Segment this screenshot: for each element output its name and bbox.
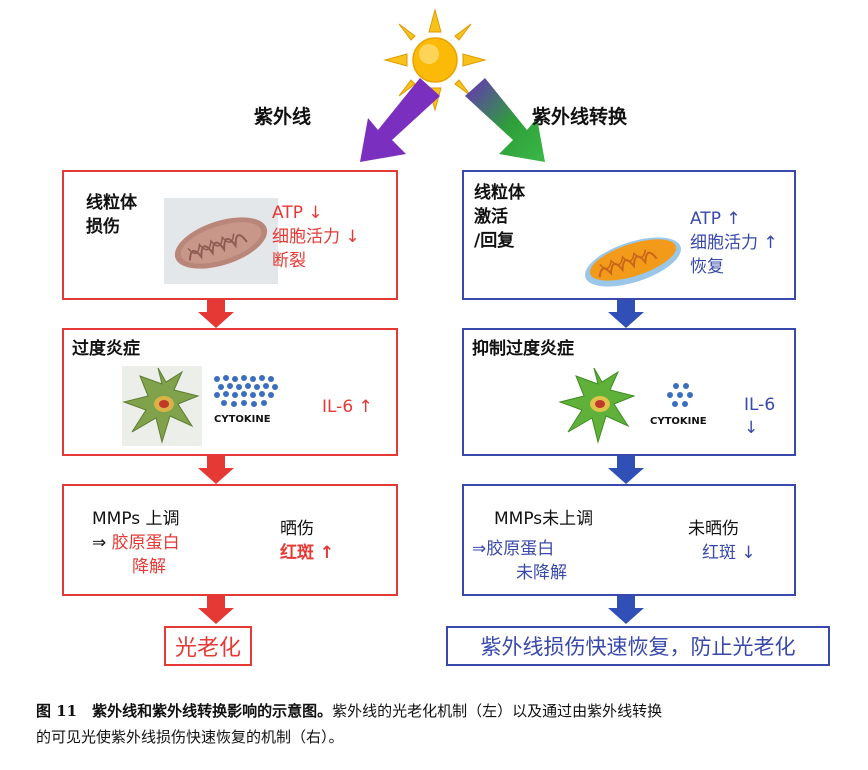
down-arrow-left-2 [198,456,234,484]
uv-arrow-left [360,78,440,162]
no-degradation-text: 未降解 [516,563,567,583]
uv-conversion-arrow-right [465,78,545,162]
down-arrow-left-3 [198,596,234,624]
uv-conversion-label: 紫外线转换 [532,106,628,128]
box-title-line2: 激活 [474,207,508,227]
erythema-text: 红斑 ↑ [280,543,335,563]
left-outcome-box: 光老化 [164,626,252,666]
effect-fission: 断裂 [272,251,306,271]
uv-label: 紫外线 [254,106,312,128]
box-title-line3: /回复 [474,231,515,251]
right-mmps-box: MMPs未上调 ⇒胶原蛋白 未降解 未晒伤 红斑 ↓ [462,484,796,596]
degradation-text: 降解 [132,557,166,577]
box-title: 过度炎症 [72,339,140,359]
sun-icon [383,8,487,112]
collagen-text: 胶原蛋白 [111,533,180,553]
box-title-line2: 损伤 [86,217,120,237]
collagen-line: ⇒胶原蛋白 [472,539,555,559]
collagen-line: ⇒ 胶原蛋白 [92,532,180,555]
erythema-text: 红斑 ↓ [702,543,756,563]
left-mitochondria-damage-box: 线粒体 损伤 ATP ↓ 细胞活力 ↓ 断裂 [62,170,398,300]
cytokine-label: CYTOKINE [650,416,707,427]
immune-cell-image [122,366,202,446]
caption-line2: 的可见光使紫外线损伤快速恢复的机制（右）。 [36,728,344,746]
sunburn-text: 晒伤 [280,519,314,539]
caption-title: 图 11 紫外线和紫外线转换影响的示意图。 [36,702,333,720]
mmps-line: MMPs 上调 [92,509,180,529]
effect-il6: IL-6 ↓ [744,395,776,438]
box-title-line1: 线粒体 [474,183,525,203]
mmps-line: MMPs未上调 [494,509,594,529]
caption-line1: 图 11 紫外线和紫外线转换影响的示意图。紫外线的光老化机制（左）以及通过由紫外… [36,698,836,724]
implies-symbol: ⇒ [92,533,112,553]
effect-cell-viability: 细胞活力 ↓ [272,227,360,247]
photoaging-outcome: 光老化 [174,636,241,661]
left-mmps-box: MMPs 上调 ⇒ 胶原蛋白 降解 晒伤 红斑 ↑ [62,484,398,596]
recovery-outcome: 紫外线损伤快速恢复，防止光老化 [480,635,796,659]
right-mitochondria-activation-box: 线粒体 激活 /回复 ATP ↑ 细胞活力 ↑ 恢复 [462,170,796,300]
right-inflammation-suppression-box: 抑制过度炎症 CYTOKINE IL-6 ↓ [462,328,796,456]
effect-il6: IL-6 ↑ [322,397,373,417]
box-title: 抑制过度炎症 [472,339,574,359]
box-title-line1: 线粒体 [86,193,137,213]
down-arrow-right-2 [608,456,644,484]
immune-cell-image [558,367,636,444]
down-arrow-right-3 [608,596,644,624]
figure-caption: 图 11 紫外线和紫外线转换影响的示意图。紫外线的光老化机制（左）以及通过由紫外… [36,698,836,750]
cytokine-dots-icon [667,383,693,407]
caption-text: 紫外线的光老化机制（左）以及通过由紫外线转换 [332,702,663,720]
effect-cell-viability: 细胞活力 ↑ [690,233,778,253]
mitochondria-image [585,237,681,287]
cytokine-label: CYTOKINE [214,414,271,425]
effect-atp: ATP ↓ [272,203,323,223]
left-inflammation-box: 过度炎症 CYTOKINE IL-6 ↑ [62,328,398,456]
right-outcome-box: 紫外线损伤快速恢复，防止光老化 [446,626,830,666]
no-sunburn-text: 未晒伤 [688,519,739,539]
mitochondria-image [164,198,278,284]
effect-atp: ATP ↑ [690,209,741,229]
down-arrow-right-1 [608,300,644,328]
down-arrow-left-1 [198,300,234,328]
cytokine-dots-icon [214,375,278,407]
effect-recovery: 恢复 [690,257,724,277]
